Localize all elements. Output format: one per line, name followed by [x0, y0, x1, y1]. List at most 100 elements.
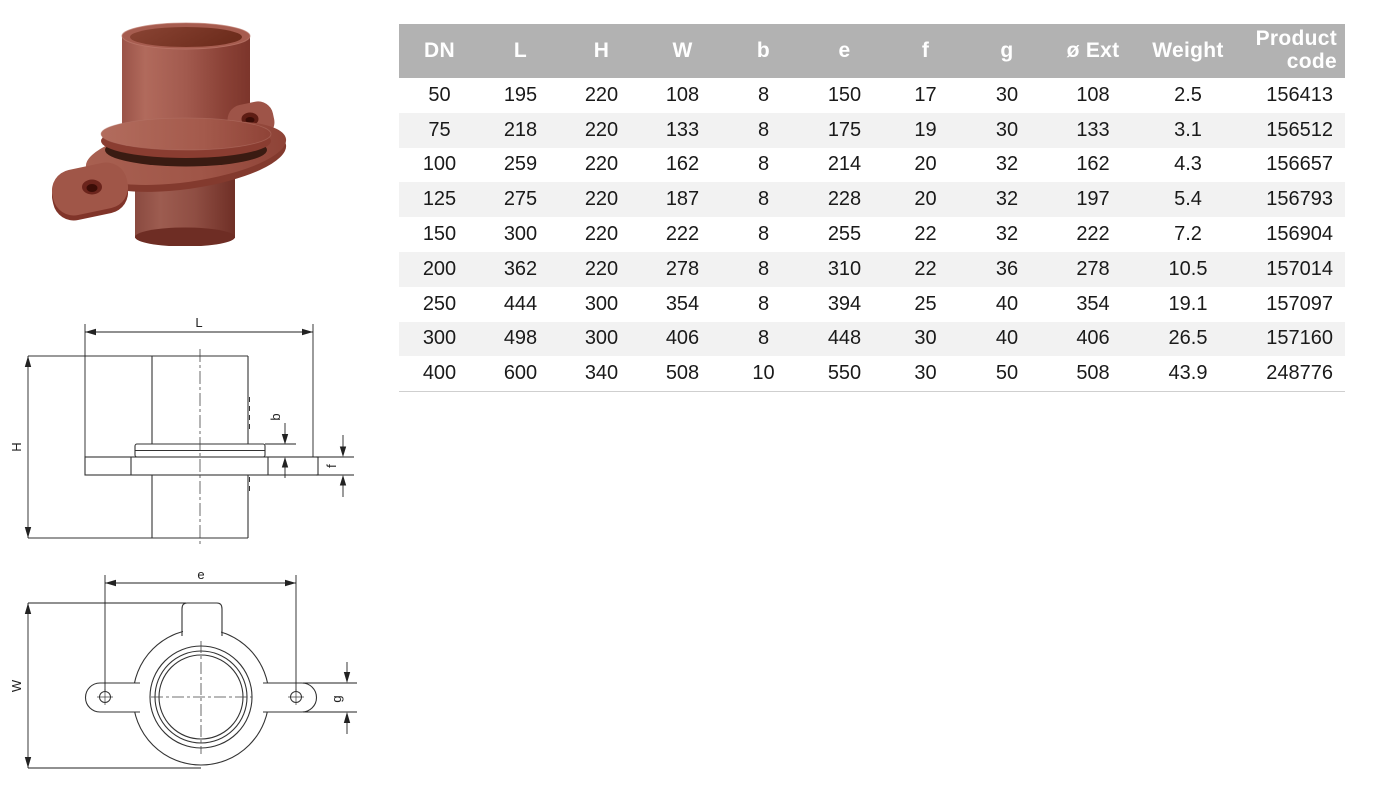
column-header-dn: DN — [399, 24, 480, 78]
table-cell: 8 — [757, 188, 770, 211]
table-cell: 30 — [995, 118, 1019, 141]
column-header-w: W — [642, 24, 723, 78]
table-cell: 43.9 — [1138, 356, 1238, 393]
table-cell: 2.5 — [1174, 83, 1202, 106]
table-cell: 228 — [827, 188, 862, 211]
table-cell: 19 — [914, 118, 937, 141]
dim-label-L: L — [195, 315, 202, 330]
dimension-arrows — [24, 328, 347, 538]
table-cell: 157014 — [1266, 257, 1333, 280]
table-cell: 162 — [1076, 153, 1110, 176]
table-cell: 17 — [914, 83, 937, 106]
pipe-opening — [130, 27, 242, 47]
product-photo — [52, 6, 328, 246]
column-header-e: e — [804, 24, 885, 78]
table-cell: 156904 — [1266, 223, 1333, 246]
table-cell: 8 — [757, 292, 770, 315]
right-lug-outline — [263, 682, 317, 713]
table-cell: 157160 — [1266, 327, 1333, 350]
table-cell: 222 — [1076, 223, 1110, 246]
dim-label-g: g — [329, 695, 344, 702]
table-cell: 394 — [827, 292, 862, 315]
column-header-f: f — [885, 24, 966, 78]
table-cell: 10.5 — [1168, 257, 1208, 280]
table-cell: 310 — [827, 257, 862, 280]
table-cell: 156793 — [1266, 188, 1333, 211]
table-cell: 498 — [503, 327, 538, 350]
dim-label-W: W — [10, 679, 24, 692]
table-cell: 3.1 — [1174, 118, 1202, 141]
table-cell: 5.4 — [1174, 188, 1202, 211]
table-cell: 20 — [914, 153, 937, 176]
table-cell: 7.2 — [1174, 223, 1202, 246]
table-cell: 362 — [503, 257, 538, 280]
left-lug-outline — [85, 682, 140, 713]
table-cell: 50 — [428, 83, 451, 106]
table-cell: 406 — [665, 327, 700, 350]
table-cell: 220 — [584, 223, 619, 246]
table-cell: 444 — [503, 292, 538, 315]
column-header-h: H — [561, 24, 642, 78]
table-cell: 187 — [665, 188, 700, 211]
top-view-drawing: e W g — [10, 563, 360, 803]
table-cell: 10 — [723, 356, 804, 393]
column-header-l: L — [480, 24, 561, 78]
table-cell: 108 — [1076, 83, 1110, 106]
table-cell: 8 — [757, 257, 770, 280]
table-cell: 222 — [665, 223, 700, 246]
flange-outline — [84, 456, 319, 476]
table-cell: 25 — [914, 292, 937, 315]
table-cell: 30 — [914, 327, 937, 350]
column-header--ext: ø Ext — [1048, 24, 1138, 78]
table-cell: 30 — [995, 83, 1019, 106]
table-cell: 340 — [561, 356, 642, 393]
table-cell: 220 — [584, 257, 619, 280]
table-cell: 32 — [995, 223, 1019, 246]
table-cell: 218 — [503, 118, 538, 141]
table-cell: 40 — [995, 327, 1019, 350]
collar — [101, 118, 271, 150]
side-view-drawing: L H b f — [10, 313, 360, 556]
table-cell: 259 — [503, 153, 538, 176]
table-cell: 250 — [422, 292, 457, 315]
table-cell: 220 — [584, 118, 619, 141]
column-header-product-code: Product code — [1238, 24, 1345, 78]
table-cell: 50 — [966, 356, 1048, 393]
table-cell: 75 — [428, 118, 451, 141]
table-cell: 133 — [1076, 118, 1110, 141]
table-cell: 220 — [584, 188, 619, 211]
dim-label-e: e — [197, 567, 204, 582]
table-cell: 275 — [503, 188, 538, 211]
table-cell: 550 — [804, 356, 885, 393]
table-cell: 26.5 — [1168, 327, 1208, 350]
table-cell: 8 — [757, 118, 770, 141]
column-header-b: b — [723, 24, 804, 78]
table-cell: 162 — [665, 153, 700, 176]
table-cell: 156657 — [1266, 153, 1333, 176]
table-cell: 156413 — [1266, 83, 1333, 106]
table-cell: 8 — [757, 83, 770, 106]
table-cell: 175 — [827, 118, 862, 141]
table-cell: 508 — [642, 356, 723, 393]
table-cell: 300 — [422, 327, 457, 350]
table-cell: 40 — [995, 292, 1019, 315]
dim-label-H: H — [10, 442, 24, 451]
table-cell: 600 — [480, 356, 561, 393]
column-header-g: g — [966, 24, 1048, 78]
table-cell: 400 — [399, 356, 480, 393]
table-cell: 32 — [995, 153, 1019, 176]
dimension-lines — [27, 324, 354, 538]
table-cell: 108 — [665, 83, 700, 106]
table-cell: 197 — [1076, 188, 1110, 211]
dimension-lines — [27, 575, 357, 769]
